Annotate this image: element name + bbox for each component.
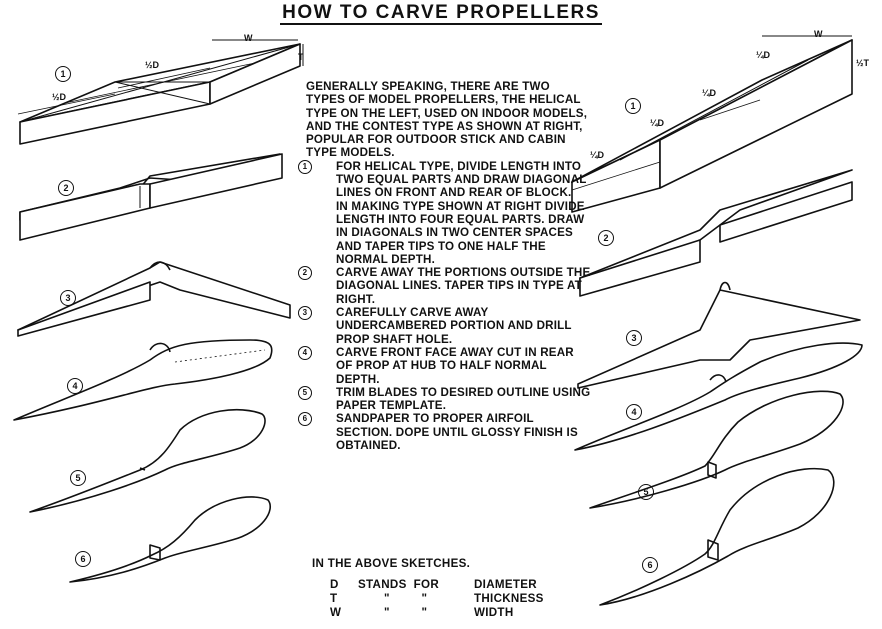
step-text: CARVE FRONT FACE AWAY CUT IN REAR OF PRO… <box>336 345 574 386</box>
step-number-circle: 3 <box>298 306 312 321</box>
step-number-circle: 1 <box>298 159 312 174</box>
quarter-d-label-right-2: ¼D <box>702 88 717 98</box>
step-4-text: 4 CARVE FRONT FACE AWAY CUT IN REAR OF PR… <box>292 345 592 386</box>
step-text: IN MAKING TYPE SHOWN AT RIGHT DIVIDE LEN… <box>336 199 585 266</box>
legend-phrase: STANDS FOR <box>358 578 440 591</box>
left-step6-block <box>69 496 271 583</box>
left-step-number: 4 <box>67 378 83 394</box>
right-step-number: 6 <box>642 557 658 573</box>
step-text: SANDPAPER TO PROPER AIRFOIL SECTION. DOP… <box>336 412 578 453</box>
legend-letter: T <box>330 592 338 605</box>
step-number-circle: 2 <box>298 266 312 281</box>
right-step1-block <box>571 35 853 213</box>
intro-paragraph: GENERALLY SPEAKING, THERE ARE TWO TYPES … <box>306 80 588 160</box>
step-text: CAREFULLY CARVE AWAY UNDERCAMBERED PORTI… <box>336 306 572 346</box>
left-step3-block <box>17 261 291 337</box>
page-title: HOW TO CARVE PROPELLERS <box>280 2 602 25</box>
quarter-d-label-right-4: ¼D <box>590 150 605 160</box>
step-number-circle: 5 <box>298 385 312 400</box>
step-1-text: 1 FOR HELICAL TYPE, DIVIDE LENGTH INTO TW… <box>292 159 592 200</box>
legend-meaning: DIAMETER <box>474 578 537 591</box>
legend-letter: W <box>330 606 342 619</box>
step-1b-text: IN MAKING TYPE SHOWN AT RIGHT DIVIDE LEN… <box>292 200 592 266</box>
right-step2-block <box>579 169 853 297</box>
left-step-number: 3 <box>60 290 76 306</box>
half-d-label-left-bottom: ½D <box>52 92 67 102</box>
right-step5-block <box>589 390 844 509</box>
half-t-label-right: ½T <box>856 58 870 68</box>
right-step6-block <box>599 467 835 606</box>
step-text: FOR HELICAL TYPE, DIVIDE LENGTH INTO TWO… <box>336 159 587 200</box>
width-label-right: W <box>814 29 823 39</box>
legend-phrase: " " <box>384 592 428 605</box>
left-step2-block <box>19 153 283 241</box>
right-step-number: 2 <box>598 230 614 246</box>
right-step-number: 1 <box>625 98 641 114</box>
right-step3-block <box>577 281 861 389</box>
thickness-label-left: T <box>298 52 304 62</box>
step-5-text: 5 TRIM BLADES TO DESIRED OUTLINE USING PA… <box>292 385 592 413</box>
left-step5-block <box>29 408 266 513</box>
step-2-text: 2 CARVE AWAY THE PORTIONS OUTSIDE THE DIA… <box>292 266 592 306</box>
step-number-circle: 4 <box>298 345 312 360</box>
left-step4-block <box>13 339 273 421</box>
width-label-left: W <box>244 33 253 43</box>
left-step-number: 6 <box>75 551 91 567</box>
step-text: CARVE AWAY THE PORTIONS OUTSIDE THE DIAG… <box>336 266 591 306</box>
legend-heading: IN THE ABOVE SKETCHES. <box>312 557 471 570</box>
legend-phrase: " " <box>384 606 428 619</box>
right-step4-block <box>574 342 863 451</box>
instructions-text: GENERALLY SPEAKING, THERE ARE TWO TYPES … <box>292 80 592 452</box>
right-step-number: 3 <box>626 330 642 346</box>
quarter-d-label-right-1: ¼D <box>756 50 771 60</box>
right-step-number: 4 <box>626 404 642 420</box>
legend-letter: D <box>330 578 339 591</box>
left-step-number: 5 <box>70 470 86 486</box>
left-step1-block <box>17 39 304 145</box>
left-step-number: 2 <box>58 180 74 196</box>
quarter-d-label-right-3: ¼D <box>650 118 665 128</box>
step-6-text: 6 SANDPAPER TO PROPER AIRFOIL SECTION. DO… <box>292 412 592 452</box>
step-text: TRIM BLADES TO DESIRED OUTLINE USING PAP… <box>336 385 591 413</box>
half-d-label-left-top: ½D <box>145 60 160 70</box>
legend-meaning: WIDTH <box>474 606 514 619</box>
step-3-text: 3 CAREFULLY CARVE AWAY UNDERCAMBERED PORT… <box>292 306 592 346</box>
legend-meaning: THICKNESS <box>474 592 544 605</box>
right-step-number: 5 <box>638 484 654 500</box>
left-step-number: 1 <box>55 66 71 82</box>
step-number-circle: 6 <box>298 412 312 427</box>
